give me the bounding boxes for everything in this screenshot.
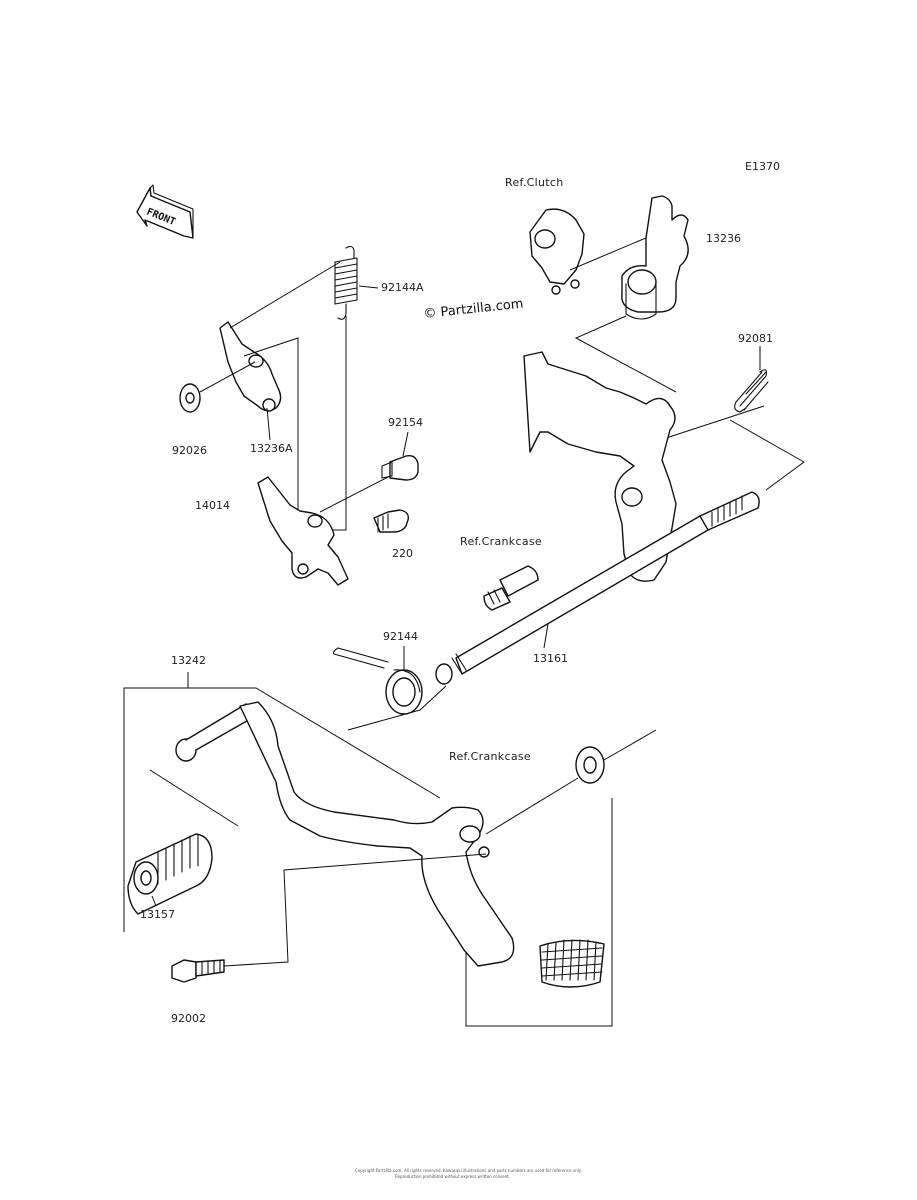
front-arrow-icon: FRONT <box>136 184 194 239</box>
lever-13236a <box>219 261 341 412</box>
bolt-220 <box>373 509 410 533</box>
label-13236: 13236 <box>706 232 741 245</box>
label-13242: 13242 <box>171 654 206 667</box>
label-13157: 13157 <box>140 908 175 921</box>
bolt-92002 <box>171 853 487 983</box>
label-13161: 13161 <box>533 652 568 665</box>
footer-line-1: Copyright Partzilla.com. All rights rese… <box>355 1168 582 1173</box>
label-92144: 92144 <box>383 630 418 643</box>
spring-92081 <box>734 346 769 413</box>
label-92154: 92154 <box>388 416 423 429</box>
shift-arm-13236 <box>621 195 689 320</box>
shift-shaft-13161 <box>435 351 760 685</box>
shift-pedal-13242 <box>175 701 605 988</box>
label-92002: 92002 <box>171 1012 206 1025</box>
ref-crankcase-lower-label: Ref.Crankcase <box>449 750 531 763</box>
pawl-14014 <box>257 476 349 586</box>
label-13236a: 13236A <box>250 442 293 455</box>
ref-clutch-label: Ref.Clutch <box>505 176 564 189</box>
torsion-spring-92144 <box>332 646 423 715</box>
washer-ref-crankcase <box>485 729 657 835</box>
bolt-92154 <box>319 431 419 513</box>
label-14014: 14014 <box>195 499 230 512</box>
crankcase-pin <box>483 565 539 611</box>
label-220: 220 <box>392 547 413 560</box>
footer-line-2: Reproduction prohibited without express … <box>395 1174 510 1179</box>
label-92026: 92026 <box>172 444 207 457</box>
label-92144a: 92144A <box>381 281 424 294</box>
spring-92144a <box>334 245 358 320</box>
ref-crankcase-upper-label: Ref.Crankcase <box>460 535 542 548</box>
diagram-code: E1370 <box>745 160 780 173</box>
watermark: © Partzilla.com <box>423 297 524 322</box>
rubber-13157 <box>127 769 239 915</box>
clutch-cam-plate <box>529 208 661 295</box>
label-92081: 92081 <box>738 332 773 345</box>
washer-92026 <box>179 361 256 413</box>
